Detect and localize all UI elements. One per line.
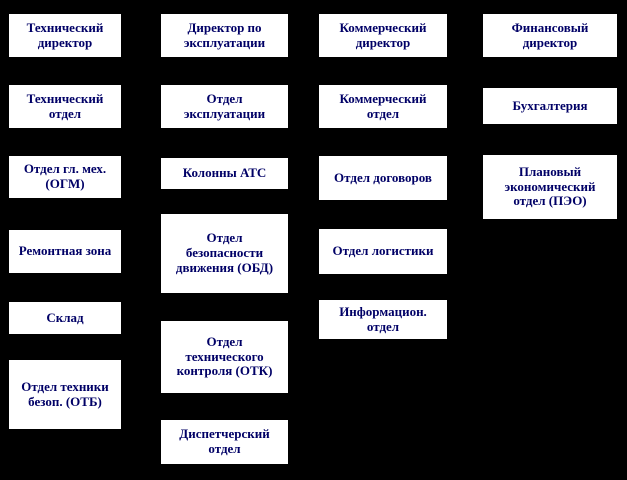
box-otb-department: Отдел техники безоп. (ОТБ) [8, 359, 122, 430]
box-commercial-director: Коммерческий директор [318, 13, 448, 58]
box-commercial-department: Коммерческий отдел [318, 84, 448, 129]
box-obd-department: Отдел безопасности движения (ОБД) [160, 213, 289, 294]
box-accounting-department: Бухгалтерия [482, 87, 618, 125]
box-logistics-department: Отдел логистики [318, 228, 448, 275]
box-peo-department: Плановый экономический отдел (ПЭО) [482, 154, 618, 220]
box-warehouse: Склад [8, 301, 122, 335]
box-dispatch-department: Диспетчерский отдел [160, 419, 289, 465]
box-repair-zone: Ремонтная зона [8, 229, 122, 274]
box-financial-director: Финансовый директор [482, 13, 618, 58]
box-operations-department: Отдел эксплуатации [160, 84, 289, 129]
box-ats-columns: Колонны АТС [160, 157, 289, 190]
box-technical-department: Технический отдел [8, 84, 122, 129]
box-otk-department: Отдел технического контроля (ОТК) [160, 320, 289, 394]
box-contracts-department: Отдел договоров [318, 155, 448, 201]
box-technical-director: Технический директор [8, 13, 122, 58]
box-information-department: Информацион. отдел [318, 299, 448, 340]
box-chief-mechanic-department: Отдел гл. мех. (ОГМ) [8, 155, 122, 199]
box-operations-director: Директор по эксплуатации [160, 13, 289, 58]
